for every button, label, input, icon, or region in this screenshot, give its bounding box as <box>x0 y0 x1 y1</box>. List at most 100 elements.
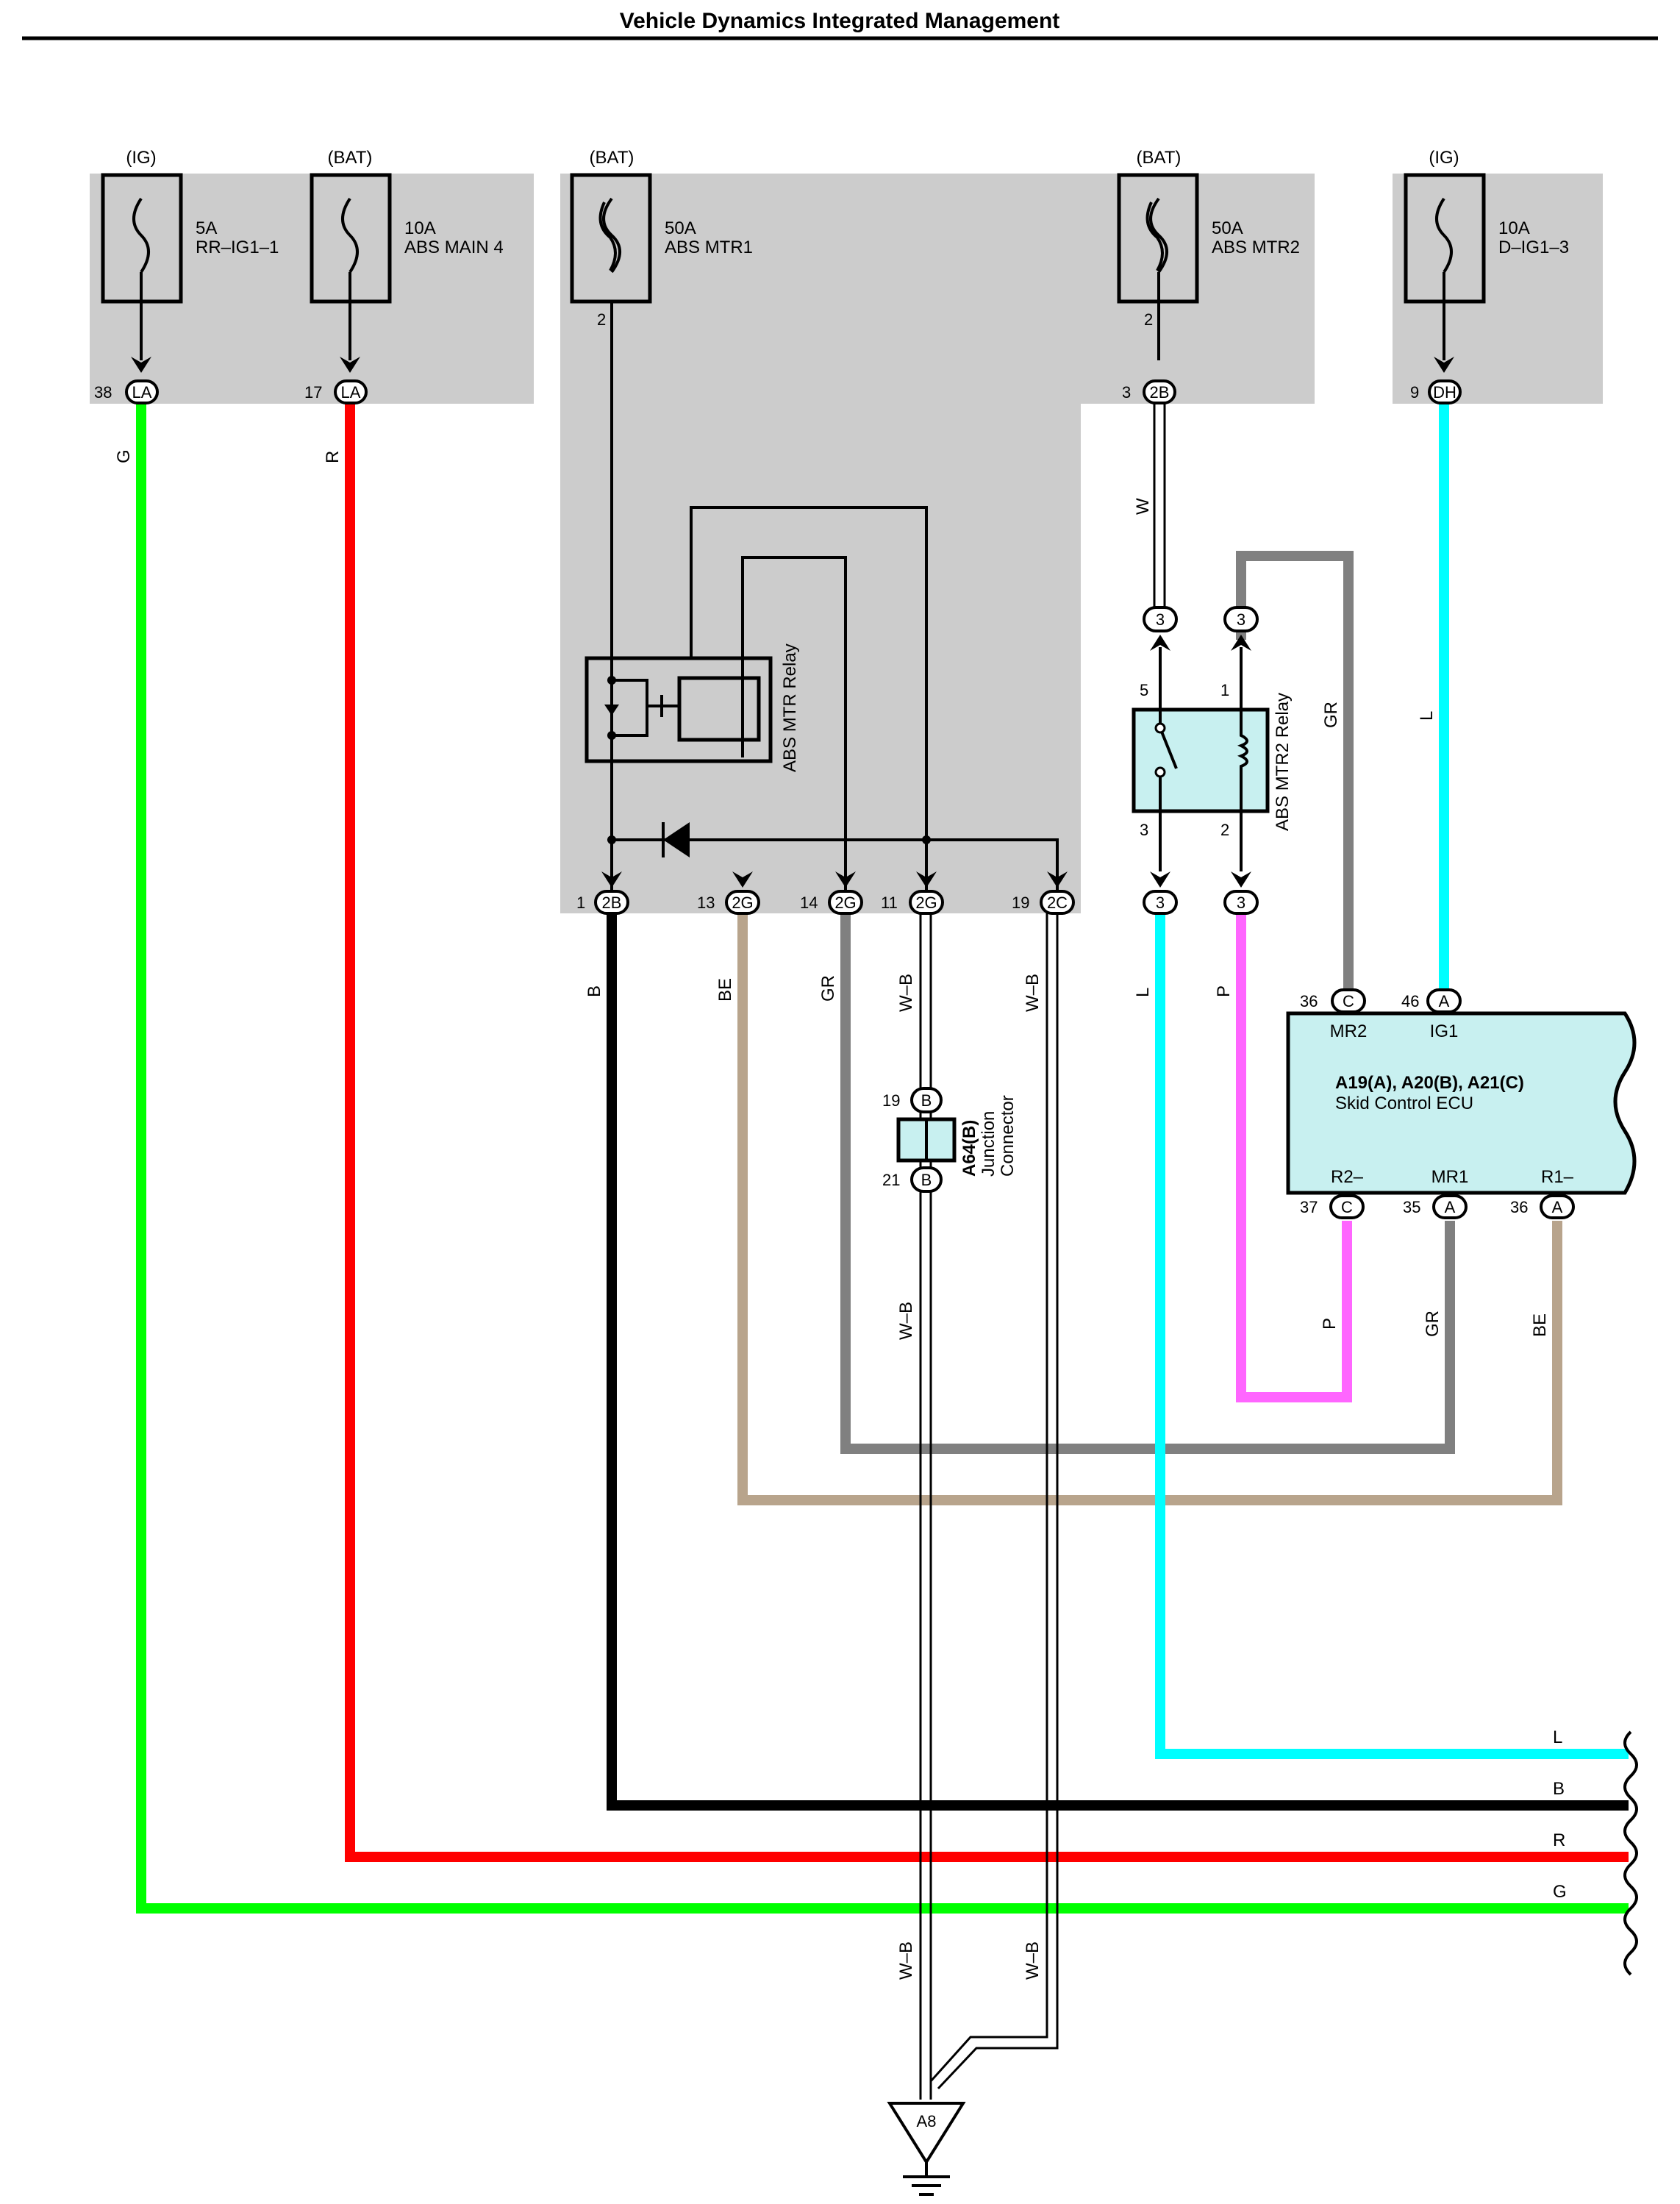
svg-text:3: 3 <box>1237 894 1245 912</box>
conn-relay2-bottom-right: 3 <box>1223 890 1259 915</box>
ecu-pin-37c: C 37 R2– <box>1300 1167 1365 1219</box>
wire-wb-2 <box>929 913 1059 2090</box>
svg-text:2G: 2G <box>834 894 856 912</box>
svg-text:21: 21 <box>882 1171 900 1189</box>
svg-text:2G: 2G <box>915 894 937 912</box>
fuse-symbol-3 <box>598 197 621 274</box>
svg-text:9: 9 <box>1410 383 1419 402</box>
fuse-amp-4: 50A <box>1212 218 1243 238</box>
wire-label-g: G <box>114 449 134 463</box>
wire-label-r: R <box>323 451 343 463</box>
page-title: Vehicle Dynamics Integrated Management <box>620 9 1060 33</box>
svg-text:MR2: MR2 <box>1330 1021 1368 1041</box>
wire-label-be2: BE <box>1530 1313 1550 1337</box>
wire-p <box>1236 913 1352 1402</box>
wire-gr-mr1 <box>840 913 1455 1454</box>
svg-text:IG1: IG1 <box>1430 1021 1459 1041</box>
fuse-symbol-4 <box>1145 197 1168 274</box>
fuse-amp-2: 10A <box>404 218 436 238</box>
wire-label-be: BE <box>715 978 735 1002</box>
fuse-name-1: RR–IG1–1 <box>196 238 279 257</box>
fuse-symbol-5 <box>1435 197 1453 274</box>
svg-text:19: 19 <box>882 1091 900 1110</box>
svg-text:C: C <box>1343 992 1354 1010</box>
junction-connector: B 19 B 21 A64(B) Junction Connector <box>882 1087 1018 1193</box>
wire-r <box>345 403 1629 1862</box>
svg-text:11: 11 <box>881 894 898 912</box>
svg-text:Junction: Junction <box>979 1111 998 1177</box>
fuse-box-right <box>1393 174 1603 404</box>
wire-label-gr2: GR <box>1423 1310 1443 1337</box>
conn-13-2g: 2G 13 <box>697 890 760 915</box>
relay2-pin-2: 2 <box>1220 821 1229 839</box>
supply-label-1: (IG) <box>126 148 156 168</box>
wire-label-wb-2: W–B <box>1023 974 1043 1012</box>
wire-label-wb-4: W–B <box>896 1941 916 1980</box>
conn-38-la: LA 38 <box>94 379 159 404</box>
svg-text:R1–: R1– <box>1541 1167 1574 1187</box>
wire-be <box>737 913 1562 1505</box>
wire-label-wb-1: W–B <box>896 974 916 1012</box>
wire-gr-mr2 <box>1236 551 1354 993</box>
wire-label-gr: GR <box>818 975 838 1002</box>
svg-text:Connector: Connector <box>998 1095 1018 1177</box>
fuse-name-2: ABS MAIN 4 <box>404 238 504 257</box>
svg-text:B: B <box>921 1171 932 1189</box>
wire-label-p: P <box>1214 985 1234 997</box>
conn-14-2g: 2G 14 <box>800 890 863 915</box>
fuse-name-5: D–IG1–3 <box>1498 238 1569 257</box>
supply-label-4: (BAT) <box>1137 148 1182 168</box>
conn-relay2-bottom-left: 3 <box>1143 890 1178 915</box>
svg-text:LA: LA <box>341 383 361 402</box>
supply-label-3: (BAT) <box>590 148 635 168</box>
abs-mtr2-relay-label: ABS MTR2 Relay <box>1273 693 1293 831</box>
ecu-name: Skid Control ECU <box>1335 1094 1473 1113</box>
wire-label-wb-5: W–B <box>1023 1941 1043 1980</box>
svg-text:A: A <box>1439 992 1450 1010</box>
wire-label-gr-top: GR <box>1321 702 1341 728</box>
conn-relay2-top-right: 3 <box>1223 606 1259 632</box>
right-label-g: G <box>1553 1882 1567 1902</box>
fuse-amp-3: 50A <box>665 218 696 238</box>
svg-text:A64(B): A64(B) <box>959 1120 979 1177</box>
conn-relay2-top-left: 3 <box>1143 606 1178 632</box>
skid-control-ecu <box>1286 1011 1637 1195</box>
abs-mtr-relay-label: ABS MTR Relay <box>780 643 800 772</box>
svg-text:2B: 2B <box>602 894 622 912</box>
wire-label-p2: P <box>1320 1318 1340 1330</box>
ecu-codes: A19(A), A20(B), A21(C) <box>1335 1073 1524 1093</box>
ecu-pin-46a: A 46 IG1 <box>1401 988 1462 1041</box>
right-label-l: L <box>1553 1727 1562 1747</box>
svg-text:A: A <box>1552 1198 1563 1216</box>
fuse-name-4: ABS MTR2 <box>1212 238 1300 257</box>
svg-text:3: 3 <box>1122 383 1131 402</box>
svg-text:38: 38 <box>94 383 112 402</box>
svg-text:3: 3 <box>1156 610 1165 629</box>
ecu-pin-36c: C 36 MR2 <box>1300 988 1368 1041</box>
ground-symbol <box>903 2162 950 2196</box>
svg-text:R2–: R2– <box>1331 1167 1364 1187</box>
wire-w <box>1153 403 1166 607</box>
wire-label-w: W <box>1133 498 1153 515</box>
ground-label: A8 <box>917 2112 937 2130</box>
conn-11-2g: 2G 11 <box>881 890 944 915</box>
fuse3-pin: 2 <box>597 310 606 329</box>
fuse-name-3: ABS MTR1 <box>665 238 753 257</box>
wire-label-l: L <box>1133 988 1153 997</box>
wire-g <box>136 403 1629 1914</box>
conn-9-dh: DH 9 <box>1410 379 1462 404</box>
conn-3-2b: 2B 3 <box>1122 379 1176 404</box>
conn-19-2c: 2C 19 <box>1012 890 1075 915</box>
svg-text:36: 36 <box>1300 992 1318 1010</box>
svg-text:46: 46 <box>1401 992 1419 1010</box>
svg-text:35: 35 <box>1403 1198 1420 1216</box>
svg-text:19: 19 <box>1012 894 1029 912</box>
supply-label-2: (BAT) <box>328 148 373 168</box>
relay2-pin-5: 5 <box>1140 681 1148 699</box>
wire-break-mark <box>1623 1730 1638 1976</box>
svg-text:3: 3 <box>1237 610 1245 629</box>
svg-text:1: 1 <box>576 894 585 912</box>
svg-text:2B: 2B <box>1150 383 1170 402</box>
right-label-b: B <box>1553 1779 1565 1799</box>
svg-text:LA: LA <box>132 383 152 402</box>
